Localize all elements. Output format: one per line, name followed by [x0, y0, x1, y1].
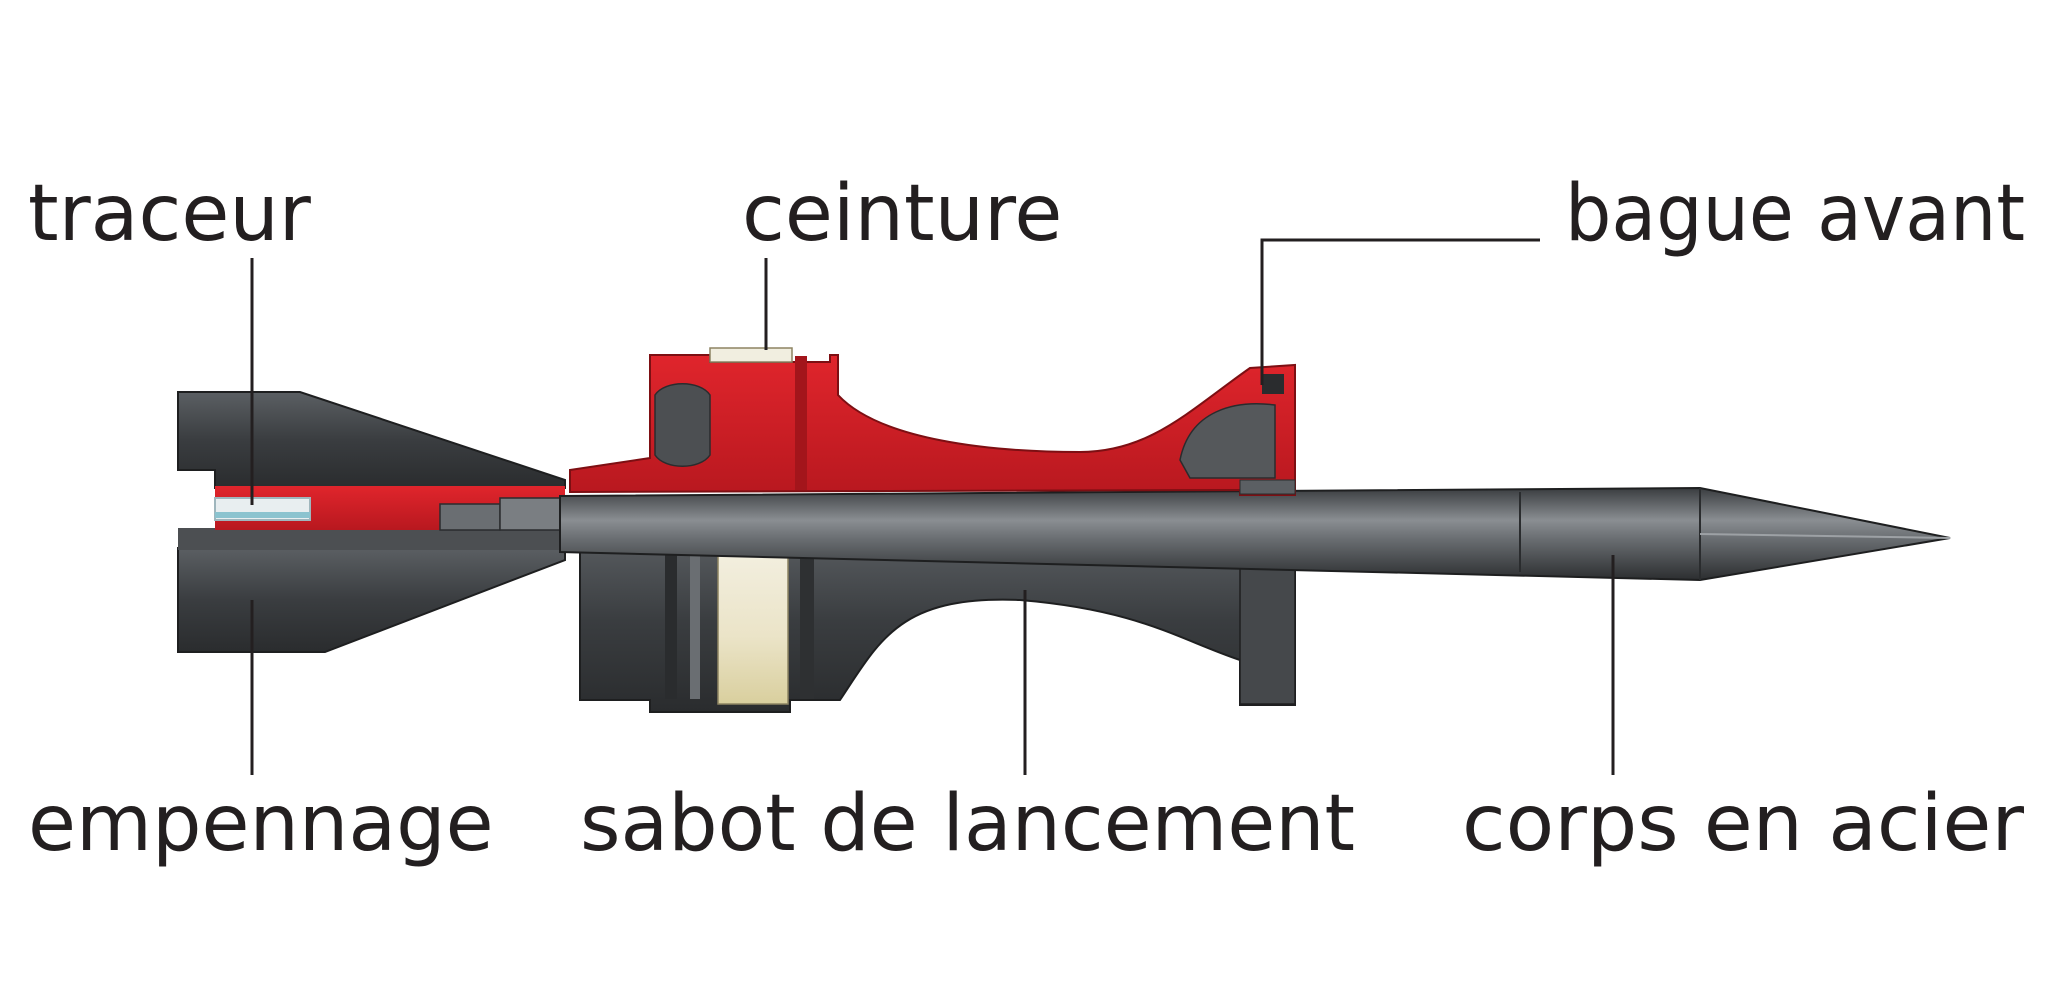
sabot-upper-body	[569, 354, 1296, 496]
sabot-groove-1	[665, 534, 677, 699]
label-corps: corps en acier	[1462, 779, 2025, 869]
label-ceinture: ceinture	[742, 169, 1062, 259]
tracer-highlight	[215, 512, 310, 518]
label-bague-avant: bague avant	[1565, 169, 2025, 259]
sabot-groove-2	[690, 534, 700, 699]
sabot-front-cavity	[1179, 403, 1276, 479]
leader-lines	[250, 238, 1615, 775]
sabot-rear-cavity	[654, 383, 711, 467]
belt-groove	[795, 356, 807, 490]
rod-shape	[559, 486, 1951, 582]
label-traceur: traceur	[28, 169, 312, 259]
sabot-lower-half	[579, 529, 1296, 713]
obturator-band	[717, 533, 789, 705]
upper-fin-shape	[177, 391, 566, 489]
label-empennage: empennage	[28, 779, 494, 869]
fin-collar-2	[499, 497, 571, 531]
diagram-labels: traceur ceinture bague avant empennage s…	[28, 169, 2025, 869]
lower-fin-shape	[177, 547, 566, 653]
leader-bague-avant	[1260, 238, 1540, 385]
rod-tip-line	[1699, 533, 1951, 539]
sabot-upper-half	[569, 347, 1296, 496]
fin-collar-1	[439, 503, 501, 531]
penetrator-rod	[559, 486, 1951, 582]
driving-band	[709, 347, 793, 363]
label-sabot: sabot de lancement	[580, 779, 1355, 869]
fin-hub	[178, 528, 565, 550]
sabot-groove-3	[800, 534, 814, 699]
front-ring	[1262, 374, 1284, 394]
front-ring-seat	[1239, 479, 1296, 495]
tail-fin-assembly	[177, 391, 571, 653]
